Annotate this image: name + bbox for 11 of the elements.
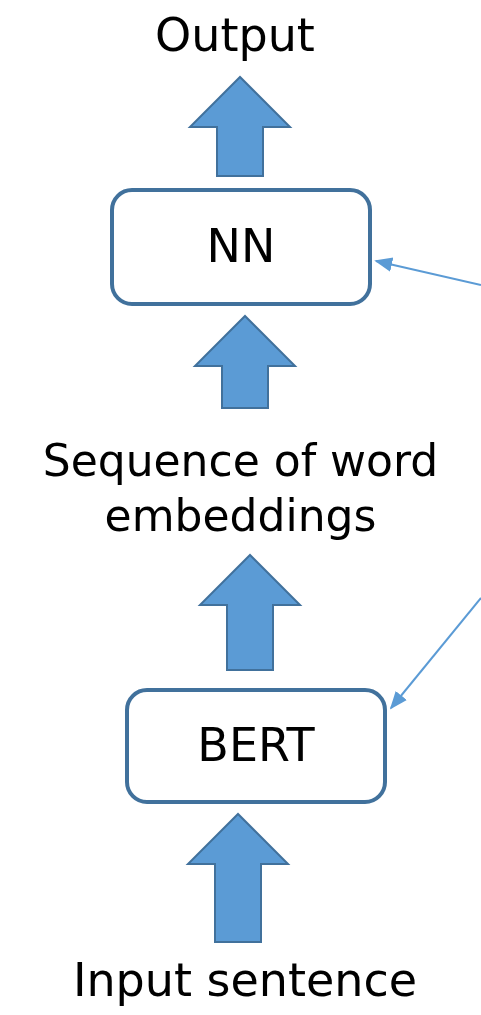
block-arrow (187, 75, 293, 177)
arrow (389, 597, 481, 710)
bert-box: BERT (125, 688, 387, 804)
block-arrow (192, 314, 298, 409)
input-label: Input sentence (35, 950, 455, 1012)
block-arrow (197, 553, 303, 671)
nn-box: NN (110, 188, 372, 306)
arrow (374, 257, 481, 286)
block-arrow (185, 812, 291, 943)
embeddings-label: Sequence of word embeddings (5, 430, 476, 545)
output-label: Output (120, 5, 350, 67)
